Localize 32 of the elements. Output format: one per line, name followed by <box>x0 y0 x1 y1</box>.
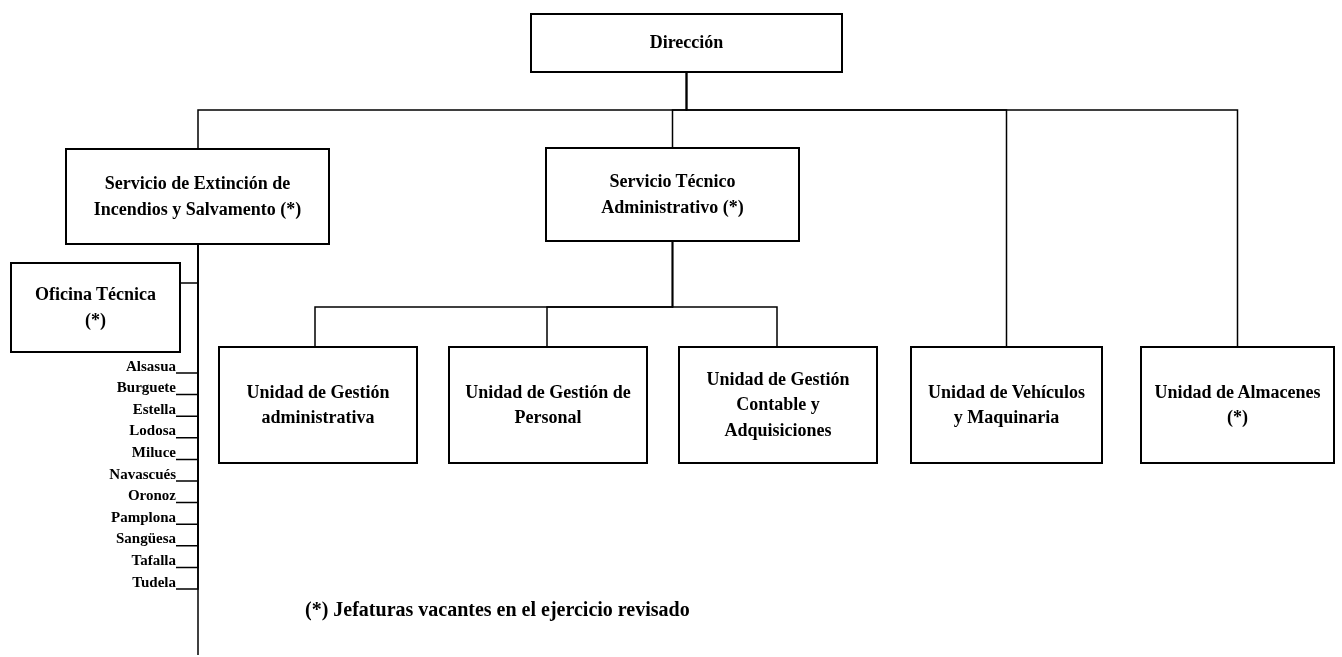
org-box <box>530 13 843 73</box>
footnote: (*) Jefaturas vacantes en el ejercicio revisado <box>305 597 690 623</box>
box-text: Unidad de Almacenes (*) <box>1154 380 1321 429</box>
org-box <box>678 346 878 464</box>
box-text: Oficina Técnica (*) <box>33 283 158 332</box>
station-name: Pamplona <box>60 507 176 528</box>
org-box <box>545 147 800 242</box>
station-name: Sangüesa <box>60 528 176 549</box>
box-text: Unidad de Gestión administrativa <box>245 380 391 429</box>
station-name: Alsasua <box>60 356 176 376</box>
station-name: Estella <box>60 399 176 420</box>
box-text: Unidad de Vehículos y Maquinaria <box>926 380 1087 429</box>
org-box <box>218 346 418 464</box>
box-text: Unidad de Gestión Contable y Adquisiciones <box>705 368 851 442</box>
org-box <box>1140 346 1335 464</box>
org-box <box>10 262 181 353</box>
station-name: Miluce <box>60 442 176 463</box>
station-name: Oronoz <box>60 485 176 506</box>
box-text: Servicio Técnico Administrativo (*) <box>600 170 745 219</box>
box-text: Servicio de Extinción de Incendios y Salvamento (*) <box>92 172 303 221</box>
station-name: Tafalla <box>60 550 176 571</box>
station-name: Lodosa <box>60 420 176 441</box>
station-name: Burguete <box>60 377 176 398</box>
box-text: Dirección <box>649 31 724 55</box>
connector-line <box>685 72 1239 347</box>
org-box <box>448 346 648 464</box>
station-name: Tudela <box>60 572 176 592</box>
station-name: Navascués <box>60 464 176 484</box>
org-box <box>65 148 330 245</box>
box-text: Unidad de Gestión de Personal <box>464 380 632 429</box>
org-box <box>910 346 1103 464</box>
connector-line <box>671 241 778 347</box>
